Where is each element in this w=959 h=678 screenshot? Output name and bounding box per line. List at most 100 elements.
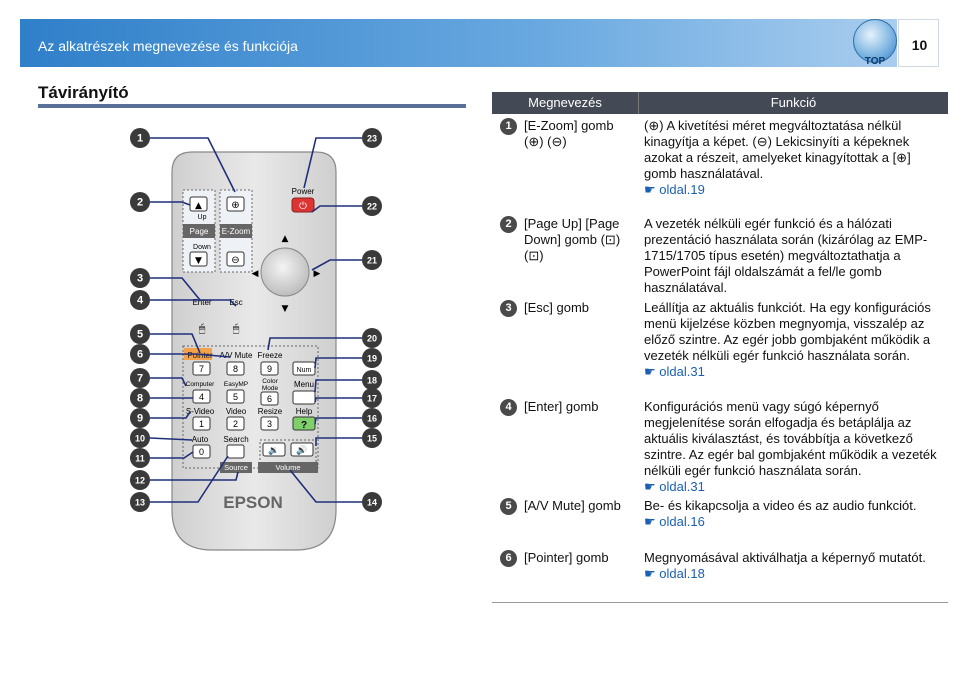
row-function: Be- és kikapcsolja a video és az audio f… — [644, 498, 944, 530]
row-number-badge: 2 — [500, 216, 517, 233]
key-8-label: 8 — [233, 364, 238, 374]
ezoom-label: E-Zoom — [222, 227, 251, 236]
row-name: [Pointer] gomb — [524, 550, 609, 565]
computer-label: Computer — [186, 381, 215, 388]
callout-number-right: 23 — [367, 134, 377, 144]
up-label: Up — [198, 214, 207, 221]
search-key — [226, 444, 245, 459]
callout-badge-left — [130, 192, 150, 212]
callout-badge-right — [362, 250, 382, 270]
menu-label: Menu — [294, 380, 314, 389]
direction-pad — [260, 247, 310, 297]
page-link[interactable]: ☛ oldal.31 — [644, 479, 705, 494]
row-function-text: (⊕) A kivetítési méret megváltoztatása n… — [644, 118, 911, 181]
ezoom-minus-key — [226, 251, 245, 267]
brand-logo: EPSON — [223, 493, 283, 512]
top-home-icon — [853, 19, 897, 63]
enter-label: Enter — [192, 298, 211, 307]
svideo-label: S-Video — [186, 407, 215, 416]
row-function-text: Be- és kikapcsolja a video és az audio f… — [644, 498, 917, 513]
callout-badge-left — [130, 128, 150, 148]
row-name: [Esc] gomb — [524, 300, 590, 315]
avmute-label: A/V Mute — [220, 351, 253, 360]
volume-down-key — [262, 442, 286, 457]
section-title: Távirányító — [38, 83, 129, 102]
callout-badge-left — [130, 470, 150, 490]
row-function: Leállítja az aktuális funkciót. Ha egy k… — [644, 300, 944, 380]
freeze-label: Freeze — [258, 351, 283, 360]
callout-number-right: 16 — [367, 414, 377, 424]
search-label: Search — [223, 435, 248, 444]
pointer-label: Pointer — [187, 351, 213, 360]
callout-number-right: 21 — [367, 256, 377, 266]
key-9 — [260, 361, 279, 376]
callout-number-right: 20 — [367, 334, 377, 344]
page-number: 10 — [911, 37, 928, 53]
callout-number-left: 3 — [137, 273, 143, 285]
callout-number-left: 2 — [137, 197, 143, 209]
row-number-badge: 5 — [500, 498, 517, 515]
help-label: Help — [296, 407, 313, 416]
callout-number-right: 22 — [367, 202, 377, 212]
row-name: [Enter] gomb — [524, 399, 599, 414]
callout-badge-right — [362, 388, 382, 408]
key-8 — [226, 361, 245, 376]
callout-badge-left — [130, 492, 150, 512]
ezoom-plus-key — [226, 196, 245, 212]
power-label: Power — [292, 187, 315, 196]
callout-number-left: 7 — [137, 373, 143, 385]
callout-badge-left — [130, 268, 150, 288]
num-label: Num — [297, 367, 312, 374]
callout-badge-left — [130, 448, 150, 468]
ezoom-label-bg — [220, 224, 252, 238]
callout-number-left: 9 — [137, 413, 143, 425]
key-7-label: 7 — [199, 364, 204, 374]
callout-number-right: 14 — [367, 498, 377, 508]
row-function: A vezeték nélküli egér funkció és a háló… — [644, 216, 944, 296]
callout-number-left: 5 — [137, 329, 143, 341]
callout-badge-left — [130, 324, 150, 344]
section-divider — [38, 104, 466, 108]
resize-label: Resize — [258, 407, 283, 416]
left-click-mouse-icon: 🖱 — [199, 322, 206, 335]
pad-right-arrow-icon: ▶ — [314, 269, 321, 279]
page-link[interactable]: ☛ oldal.18 — [644, 566, 705, 581]
key-3 — [260, 416, 279, 431]
callout-badge-right — [362, 408, 382, 428]
callout-number-left: 10 — [135, 434, 145, 444]
callout-badge-left — [130, 290, 150, 310]
key-5 — [226, 389, 245, 404]
key-2 — [226, 416, 245, 431]
key-7 — [192, 361, 211, 376]
top-button[interactable]: TOP — [853, 19, 897, 67]
callout-number-left: 4 — [137, 295, 144, 307]
callout-badge-right — [362, 196, 382, 216]
page-link[interactable]: ☛ oldal.16 — [644, 514, 705, 529]
volume-down-icon: 🔉 — [268, 446, 279, 456]
page-link[interactable]: ☛ oldal.19 — [644, 182, 705, 197]
row-number-badge: 1 — [500, 118, 517, 135]
callout-badge-left — [130, 344, 150, 364]
key-2-label: 2 — [233, 419, 238, 429]
callout-number-left: 13 — [135, 498, 145, 508]
colormode-label-1: Color — [262, 378, 278, 385]
page-link[interactable]: ☛ oldal.31 — [644, 364, 705, 379]
row-name: [Page Up] [Page Down] gomb (⊡) (⊡) — [524, 216, 621, 263]
row-number-badge: 4 — [500, 399, 517, 416]
remote-control-diagram: ▲ Up Page Down ▼ ⊕ E-Zoom ⊖ Power ⏻ ▲ ▼ … — [130, 128, 382, 551]
num-key — [292, 361, 316, 376]
power-key — [291, 197, 315, 213]
row-name: [E-Zoom] gomb (⊕) (⊖) — [524, 118, 614, 149]
key-3-label: 3 — [267, 419, 272, 429]
column-header-function: Funkció — [638, 92, 948, 114]
row-function-text: Leállítja az aktuális funkciót. Ha egy k… — [644, 300, 931, 363]
key-1 — [192, 416, 211, 431]
esc-label: Esc — [229, 298, 242, 307]
row-function: Megnyomásával aktiválhatja a képernyő mu… — [644, 550, 944, 582]
callout-number-right: 19 — [367, 354, 377, 364]
source-label: Source — [224, 463, 248, 472]
callout-badge-right — [362, 370, 382, 390]
callout-badge-right — [362, 328, 382, 348]
